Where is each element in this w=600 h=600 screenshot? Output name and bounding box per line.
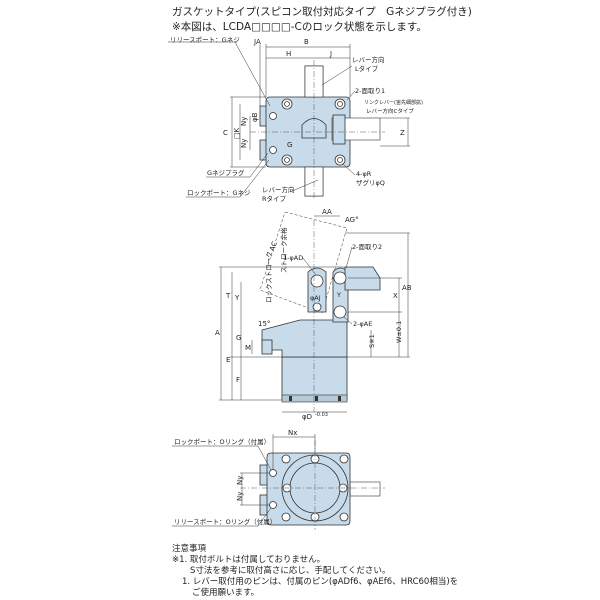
dim-c: C xyxy=(223,129,228,137)
note-line: ご使用願います。 xyxy=(192,588,260,598)
clamp-housing xyxy=(261,319,348,358)
dim-e: E xyxy=(226,356,230,364)
dim-ny-top: Ny xyxy=(240,117,248,126)
lock-stroke-label: ロックストローク xyxy=(265,251,273,303)
dim-ae: 2-φAE xyxy=(353,320,372,328)
dim-ad: 1-φAD xyxy=(283,254,303,262)
dim-s: S※1 xyxy=(368,334,376,348)
lever-l-label-2: Lタイプ xyxy=(355,64,379,73)
dim-w: W±0.1 xyxy=(395,321,403,343)
dim-d-tolerance: -0.03 xyxy=(315,412,328,418)
dim-f: F xyxy=(236,376,240,384)
dim-ac: AC xyxy=(268,240,279,252)
lever-swing-outline xyxy=(259,211,348,314)
lever-c-label-1: リンクレバー(宙先細部拡) xyxy=(364,99,423,106)
dim-d: φD xyxy=(302,413,312,421)
notes: 注意事項 ※1. 取付ボルトは付属しておりません。 S寸法を参考に取付高さに応じ… xyxy=(172,544,458,599)
side-view: AA AG° AC 1-φAD 2-面取り2 2-φAE ストローク余裕 ロック… xyxy=(215,208,412,421)
cylinder xyxy=(281,356,348,401)
dim-y: Y xyxy=(234,294,240,302)
lock-port-label: ロックポート：Gネジ xyxy=(187,189,251,197)
dim-ny-b1: Ny xyxy=(236,476,244,485)
release-port-oring-label: リリースポート：Oリング（付属） xyxy=(174,517,276,526)
bottom-view: Nx Ny Ny ロックポート：Oリング（付属） リリースポート：Oリング（付属… xyxy=(172,429,385,530)
plug-label: Gネジプラグ xyxy=(207,168,245,177)
notes-title: 注意事項 xyxy=(172,544,207,554)
release-port-label: リリースポート：Gネジ xyxy=(170,36,240,44)
lock-port-oring-label: ロックポート：Oリング（付属） xyxy=(174,437,270,446)
page-subtitle: ※本図は、LCDA□□□□-Cのロック状態を示します。 xyxy=(172,21,427,33)
note-line: S寸法を参考に取付高さに応じ、手配してください。 xyxy=(190,566,391,576)
chamfer-1-label: 2-面取り1 xyxy=(355,87,385,95)
lever-r-label-1: レバー方向 xyxy=(262,185,295,194)
dim-ab: AB xyxy=(402,284,412,292)
dim-g: G xyxy=(287,141,292,149)
dim-g-side: G xyxy=(236,334,241,342)
lever-c-link xyxy=(332,114,346,145)
dim-phi-b: φB xyxy=(251,112,259,122)
dim-m: M xyxy=(245,344,251,352)
dim-nx: Nx xyxy=(288,429,297,437)
dim-k: □K xyxy=(233,127,241,139)
note-line: ※1. 取付ボルトは付属しておりません。 xyxy=(172,555,326,565)
dim-h: H xyxy=(286,50,291,58)
dim-y-center: Y xyxy=(336,291,341,299)
lever-l-label-1: レバー方向 xyxy=(352,55,385,64)
dim-aj: φAJ xyxy=(310,294,321,302)
clamp-lever xyxy=(344,266,381,291)
dim-ny-bottom: Ny xyxy=(240,139,248,148)
dim-x: X xyxy=(393,292,398,300)
dim-aa: AA xyxy=(322,208,332,216)
stroke-margin-label: ストローク余裕 xyxy=(279,227,288,273)
dim-j: J xyxy=(329,50,332,58)
dim-t: T xyxy=(225,292,231,300)
top-view: JA B H J C □K Ny Ny φB Z G リリースポート：Gネジ G… xyxy=(168,36,423,203)
counterbore-label: ザグリφQ xyxy=(356,178,385,187)
dim-z: Z xyxy=(400,129,405,137)
dim-angle: 15° xyxy=(258,320,270,328)
holes-label: 4-φR xyxy=(356,170,372,178)
lever-l xyxy=(304,65,324,98)
dim-ny-b2: Ny xyxy=(236,492,244,501)
chamfer-2-label: 2-面取り2 xyxy=(352,243,382,251)
lever-r-label-2: Rタイプ xyxy=(262,194,287,203)
lever-bottom xyxy=(349,481,381,497)
dim-a: A xyxy=(215,329,220,337)
note-line: 1. レバー取付用のピンは、付属のピン(φADf6、φAEf6、HRC60相当)… xyxy=(182,577,459,587)
page-title: ガスケットタイプ(スピコン取付対応タイプ Gネジプラグ付き) xyxy=(172,6,472,18)
dim-ag: AG° xyxy=(345,216,359,224)
dim-b: B xyxy=(304,38,309,46)
dim-ja: JA xyxy=(253,38,261,46)
lever-c-label-2: レバー方向Cタイプ xyxy=(366,107,414,115)
